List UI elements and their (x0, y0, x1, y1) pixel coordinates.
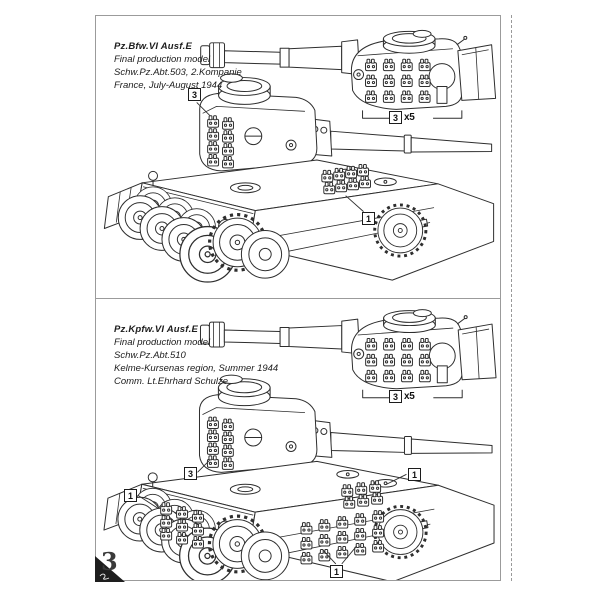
variant-subtitle-4: Comm. Lt.Ehrhard Schulze (114, 376, 229, 387)
variant-subtitle-3: Kelme-Kursenas region, Summer 1944 (114, 363, 279, 374)
variant-panel-top: Pz.Bfw.VI Ausf.E Final production model … (95, 15, 501, 299)
callout-part-1: 1 (362, 212, 375, 225)
callout-leader-lines (137, 460, 407, 565)
part-quantity: x5 (404, 391, 415, 402)
variant-subtitle-2: Schw.Pz.Abt.503, 2.Kompanie (114, 67, 242, 78)
tank-illustration-top (96, 16, 500, 298)
variant-title: Pz.Bfw.VI Ausf.E (114, 41, 192, 52)
part-quantity-label: 3 x5 (389, 111, 415, 124)
part-quantity-label: 3 x5 (389, 390, 415, 403)
variant-subtitle-3: France, July-August 1944 (114, 80, 223, 91)
variant-subtitle-2: Schw.Pz.Abt.510 (114, 350, 186, 361)
callout-part-3: 3 (188, 88, 201, 101)
callout-part-1-bottom: 1 (330, 565, 343, 578)
variant-title: Pz.Kpfw.VI Ausf.E (114, 324, 198, 335)
variant-text-block: Pz.Bfw.VI Ausf.E Final production model … (114, 40, 242, 92)
callout-leader-lines (196, 102, 364, 212)
part-number-box: 3 (389, 111, 402, 124)
part-quantity: x5 (404, 112, 415, 123)
callout-part-1-left: 1 (124, 489, 137, 502)
part-number-box: 3 (389, 390, 402, 403)
variant-panel-bottom: Pz.Kpfw.VI Ausf.E Final production model… (95, 299, 501, 581)
tank-illustration-bottom (96, 299, 500, 580)
variant-text-block: Pz.Kpfw.VI Ausf.E Final production model… (114, 323, 278, 388)
callout-part-3: 3 (184, 467, 197, 480)
variant-subtitle-1: Final production model (114, 54, 211, 65)
fold-cut-mark-line (511, 15, 512, 581)
tiger-tank-illustration (104, 375, 494, 580)
corner-triangle (95, 556, 125, 582)
callout-part-1-right: 1 (408, 468, 421, 481)
page-number: 3 (101, 547, 118, 576)
variant-subtitle-1: Final production model (114, 337, 211, 348)
